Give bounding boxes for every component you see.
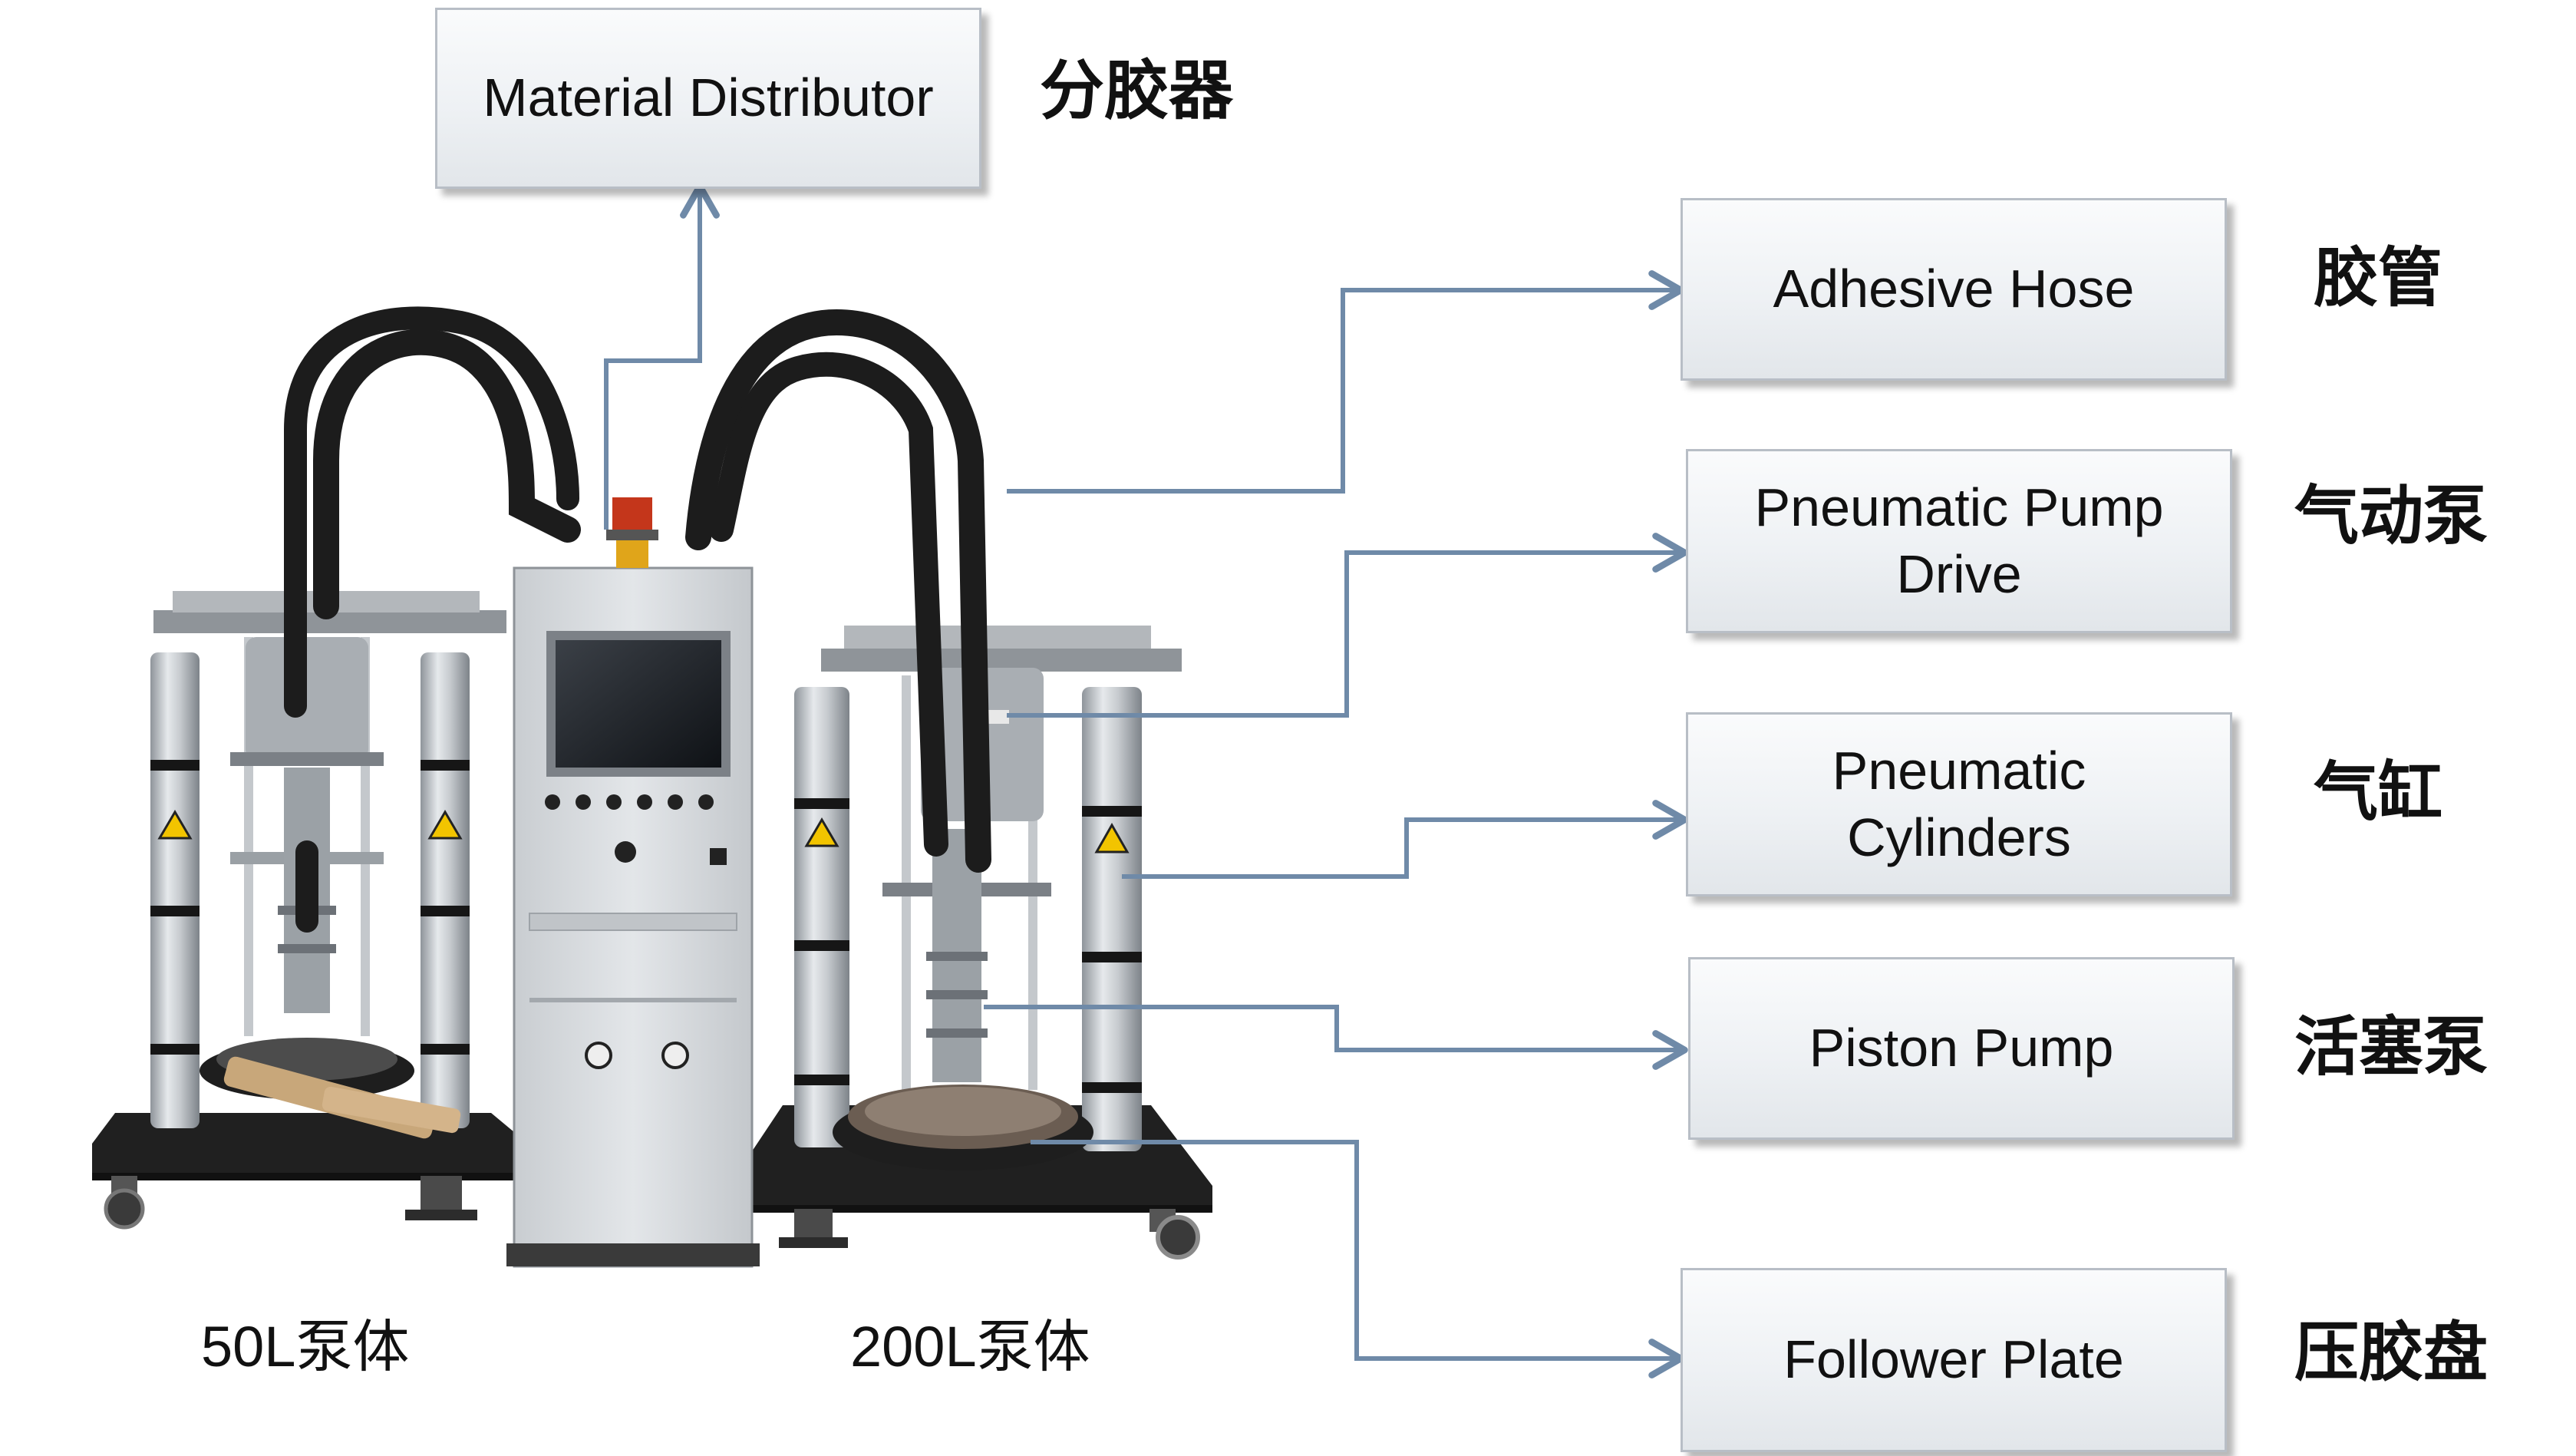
caster-wheel: [1149, 1209, 1200, 1260]
left-base: [92, 1113, 537, 1230]
left-cylinder: [421, 652, 470, 1128]
pneumatic-cylinders-box: Pneumatic Cylinders: [1686, 712, 2232, 896]
connector-piston-pump: [984, 1005, 1688, 1070]
follower-plate-cn-label: 压胶盘: [2294, 1315, 2489, 1390]
piston-pump-box: Piston Pump: [1688, 957, 2235, 1140]
left-hoses: [284, 306, 581, 933]
caster-wheel: [104, 1176, 145, 1230]
connector-material-distributor: [604, 183, 720, 530]
connector-pneumatic-pump-drive: [1007, 533, 1688, 718]
follower-plate-box: Follower Plate: [1681, 1268, 2227, 1452]
left-cylinder: [150, 652, 200, 1128]
right-pump-unit-caption: 200L泵体: [850, 1315, 1090, 1378]
adhesive-hose-cn-label: 胶管: [2314, 240, 2443, 315]
machine-photo: [92, 306, 1212, 1268]
left-pump-unit-caption: 50L泵体: [201, 1315, 410, 1378]
pneumatic-cylinders-cn-label: 气缸: [2314, 754, 2443, 830]
pneumatic-pump-drive-cn-label: 气动泵: [2294, 478, 2489, 553]
connector-follower-plate: [1031, 1140, 1684, 1378]
right-cylinder: [1082, 687, 1142, 1151]
material-distributor-cn-label: 分胶器: [1040, 53, 1234, 128]
connector-lines: [604, 183, 1688, 1378]
adhesive-hose-box: Adhesive Hose: [1681, 198, 2227, 381]
connector-adhesive-hose: [1007, 270, 1684, 494]
pneumatic-pump-drive-box: Pneumatic Pump Drive: [1686, 449, 2232, 633]
right-cylinder: [794, 687, 849, 1147]
piston-pump-cn-label: 活塞泵: [2294, 1009, 2489, 1085]
material-distributor-box: Material Distributor: [435, 8, 981, 189]
right-hoses: [685, 309, 991, 873]
left-pump-unit: [150, 591, 506, 1139]
connector-pneumatic-cylinders: [1122, 800, 1688, 879]
control-cabinet: [506, 497, 760, 1268]
right-pump-unit: [794, 626, 1182, 1170]
